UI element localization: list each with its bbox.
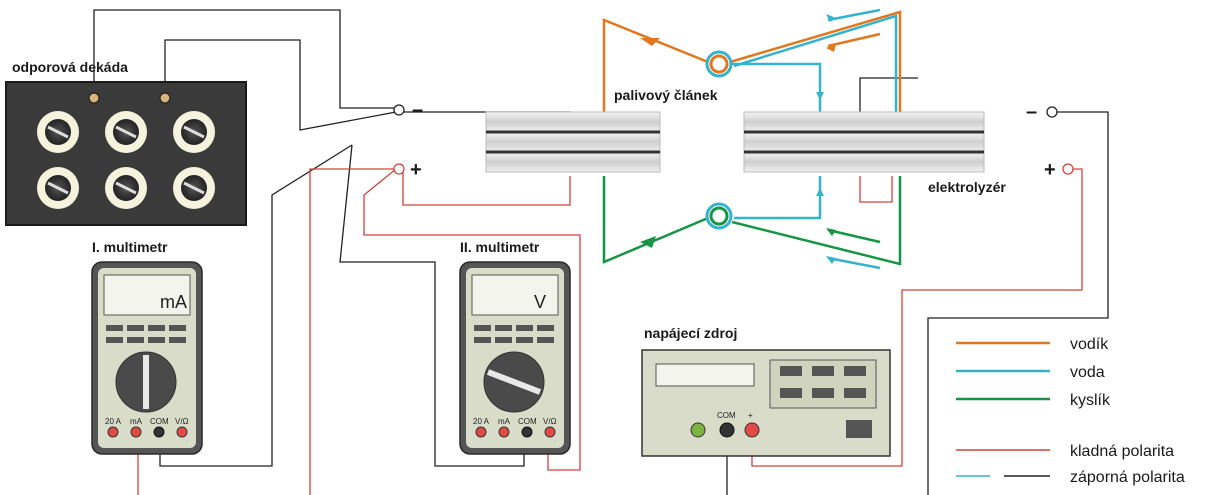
resistor-terminal-left[interactable] <box>88 92 100 104</box>
m2-label-vohm: V/Ω <box>543 417 557 426</box>
fuel-cell-minus-sign: – <box>412 99 423 121</box>
legend: vodík voda kyslík kladná polarita záporn… <box>956 336 1185 486</box>
legend-negative: záporná polarita <box>1070 469 1185 486</box>
flow-arrows <box>640 14 836 264</box>
fuel-cell-label: palivový článek <box>614 87 718 103</box>
ps-terminal-plus[interactable] <box>744 422 760 438</box>
m1-terminal-20a[interactable] <box>107 426 119 438</box>
resistor-knobs[interactable] <box>37 111 215 209</box>
electrolyzer-minus-terminal[interactable] <box>1046 106 1058 118</box>
m2-label-ma: mA <box>498 417 511 426</box>
m2-label-20a: 20 A <box>473 417 490 426</box>
m2-terminal-20a[interactable] <box>475 426 487 438</box>
m1-label-vohm: V/Ω <box>175 417 189 426</box>
multimeter2-label: II. multimetr <box>460 239 540 255</box>
m1-terminal-com[interactable] <box>153 426 165 438</box>
water-tubes <box>730 8 898 270</box>
ps-label-com: COM <box>717 411 736 420</box>
resistor-label: odporová dekáda <box>12 59 128 75</box>
m1-terminal-ma[interactable] <box>130 426 142 438</box>
multimeter1 <box>91 261 203 455</box>
tube-connectors <box>705 50 733 230</box>
electrolyzer-plus-sign: + <box>1044 159 1056 181</box>
multimeter2 <box>459 261 571 455</box>
fuel-cell-minus-terminal[interactable] <box>393 104 405 116</box>
m2-terminal-ma[interactable] <box>498 426 510 438</box>
fuel-cell-plus-terminal[interactable] <box>393 163 405 175</box>
m1-terminal-vohm[interactable] <box>176 426 188 438</box>
oxygen-tubes <box>602 176 902 266</box>
ps-terminal-ground[interactable] <box>690 422 706 438</box>
electrolyzer-minus-sign: – <box>1026 101 1037 123</box>
multimeter1-dial[interactable] <box>115 351 177 413</box>
power-supply <box>641 349 891 457</box>
m1-label-ma: mA <box>130 417 143 426</box>
m2-terminal-vohm[interactable] <box>544 426 556 438</box>
resistor-terminal-right[interactable] <box>159 92 171 104</box>
multimeter1-label: I. multimetr <box>92 239 168 255</box>
legend-hydrogen: vodík <box>1070 336 1109 353</box>
m2-label-com: COM <box>518 417 537 426</box>
m2-terminal-com[interactable] <box>521 426 533 438</box>
electrolyzer-plus-terminal[interactable] <box>1062 163 1074 175</box>
legend-water: voda <box>1070 364 1105 381</box>
fuel-cell <box>485 111 661 173</box>
electrolyzer <box>743 111 985 173</box>
ps-label-plus: + <box>748 411 753 420</box>
multimeter2-dial[interactable] <box>483 351 545 413</box>
positive-wires <box>137 168 1083 495</box>
legend-oxygen: kyslík <box>1070 392 1111 409</box>
multimeter1-display-text: mA <box>160 292 187 312</box>
fuel-cell-plus-sign: + <box>410 159 422 181</box>
ps-terminal-com[interactable] <box>719 422 735 438</box>
electrolyzer-label: elektrolyzér <box>928 179 1006 195</box>
resistor-decade <box>5 81 247 226</box>
legend-positive: kladná polarita <box>1070 443 1174 460</box>
m1-label-com: COM <box>150 417 169 426</box>
m1-label-20a: 20 A <box>105 417 122 426</box>
multimeter2-display-text: V <box>534 292 546 312</box>
power-supply-label: napájecí zdroj <box>644 325 737 341</box>
power-switch[interactable] <box>846 420 872 438</box>
